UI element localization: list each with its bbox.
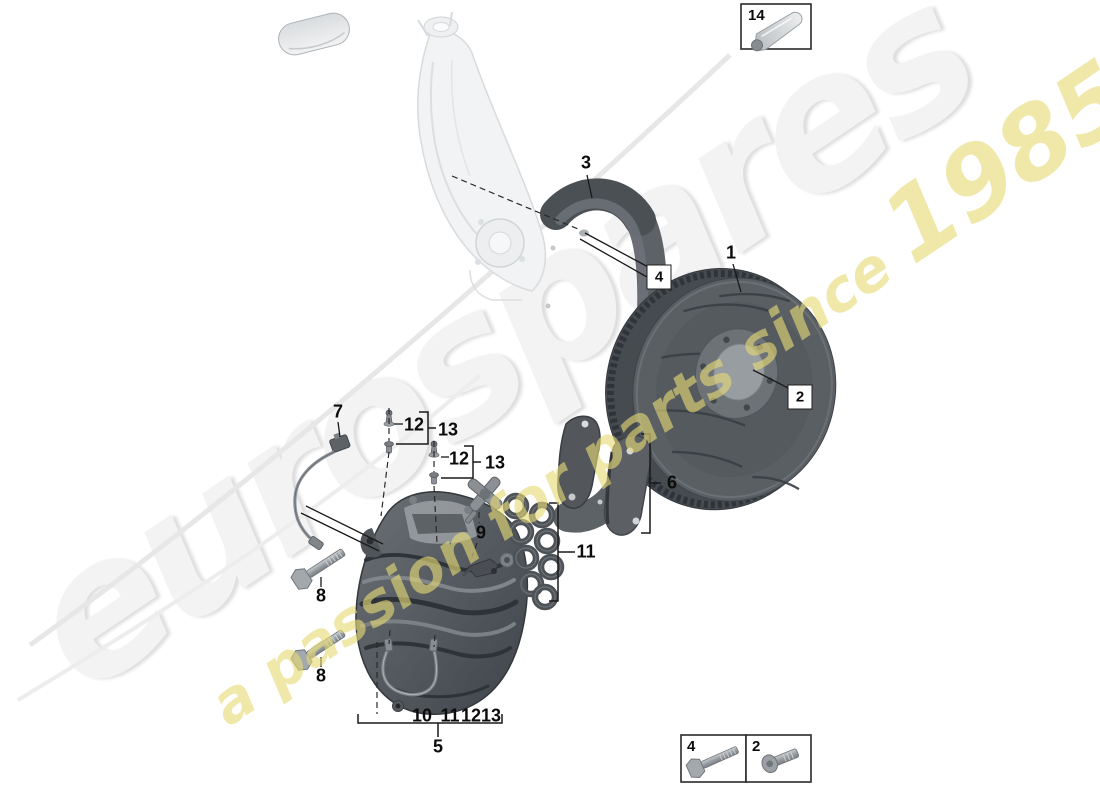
- callout-5-caliper-assembly[interactable]: 5: [432, 736, 444, 757]
- callout-13-right[interactable]: 13: [484, 452, 506, 473]
- callout-12-bottom[interactable]: 12: [460, 705, 482, 726]
- part-wear-sensor: [293, 432, 351, 551]
- part-cap: [278, 12, 350, 56]
- callout-12-left[interactable]: 12: [403, 414, 425, 435]
- callout-10-bottom[interactable]: 10: [411, 705, 433, 726]
- callout-6-pads[interactable]: 6: [666, 472, 678, 493]
- callout-13-left[interactable]: 13: [437, 419, 459, 440]
- callout-9-damper[interactable]: 9: [475, 522, 487, 543]
- callout-1-disc[interactable]: 1: [725, 242, 737, 263]
- callout-11-seals[interactable]: 11: [576, 541, 596, 562]
- background-swoosh: [16, 53, 732, 702]
- callout-11-bottom[interactable]: 11: [440, 705, 460, 726]
- callout-4-bolt[interactable]: 4: [646, 264, 672, 290]
- callout-3-shield[interactable]: 3: [580, 152, 592, 173]
- inset-label-14[interactable]: 14: [748, 7, 765, 24]
- part-brake-disc: [605, 267, 837, 511]
- part-steering-knuckle: [417, 11, 547, 301]
- callout-2-screw[interactable]: 2: [787, 384, 813, 410]
- callout-12-right[interactable]: 12: [448, 448, 470, 469]
- callout-8-lower[interactable]: 8: [315, 665, 327, 686]
- inset-label-2[interactable]: 2: [752, 738, 761, 755]
- inset-box-screw[interactable]: [745, 734, 812, 783]
- part-grease-tube: [751, 11, 803, 52]
- inset-box-grease[interactable]: [740, 3, 812, 53]
- part-countersunk-screw: [761, 748, 800, 774]
- inset-box-bolt[interactable]: [680, 734, 747, 783]
- callout-8-upper[interactable]: 8: [315, 585, 327, 606]
- callout-7-sensor[interactable]: 7: [332, 401, 344, 422]
- assembly-dashed-lines: [376, 175, 579, 714]
- part-damper-cross: [461, 476, 503, 578]
- part-brake-caliper: [355, 491, 529, 715]
- part-brake-pipe: [381, 638, 439, 697]
- leader-lines: [300, 174, 791, 667]
- callout-brackets: [357, 411, 661, 737]
- part-brake-pads: [557, 415, 652, 536]
- inset-label-4[interactable]: 4: [687, 738, 696, 755]
- callout-13-bottom[interactable]: 13: [480, 705, 502, 726]
